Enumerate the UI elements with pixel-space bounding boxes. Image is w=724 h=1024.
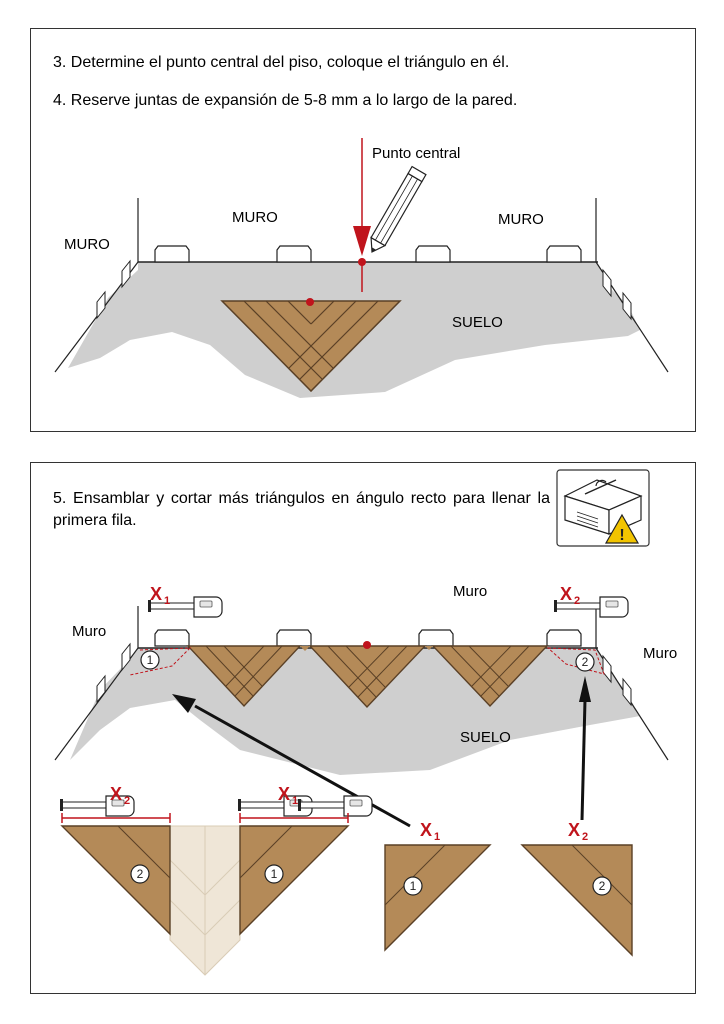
svg-text:1: 1 — [164, 595, 170, 607]
piece-marker-1-top: 1 — [140, 650, 160, 670]
svg-text:2: 2 — [124, 795, 130, 807]
svg-text:2: 2 — [582, 831, 588, 843]
parquet-triangle — [220, 298, 402, 393]
svg-text:1: 1 — [271, 867, 278, 881]
step-3-text: 3. Determine el punto central del piso, … — [53, 54, 510, 71]
first-row-triangles — [186, 641, 549, 709]
piece-marker-2-cut: 2 — [130, 864, 150, 884]
x2-label-cut: X — [110, 784, 122, 804]
svg-text:!: ! — [619, 527, 624, 544]
pencil-icon — [370, 165, 427, 253]
center-point-marker — [358, 258, 366, 266]
step-4-text: 4. Reserve juntas de expansión de 5-8 mm… — [53, 92, 518, 109]
tape-measure-icon — [59, 795, 373, 817]
piece-2-triangle: X 2 2 — [520, 820, 633, 957]
svg-text:1: 1 — [410, 879, 417, 893]
svg-text:X: X — [568, 820, 580, 840]
wall-label-left-2: Muro — [72, 623, 106, 640]
wall-label-right-2: Muro — [643, 645, 677, 662]
red-arrow — [353, 226, 371, 256]
piece-marker-1-cut: 1 — [264, 864, 284, 884]
figure-2: ! — [54, 469, 677, 976]
svg-text:2: 2 — [582, 655, 589, 669]
floor-label-2: SUELO — [460, 729, 511, 746]
wall-label-center-right: MURO — [498, 211, 544, 228]
center-dot-2 — [363, 641, 371, 649]
piece-marker-2-top: 2 — [575, 652, 595, 672]
svg-text:1: 1 — [147, 653, 154, 667]
x1-label-cut: X — [278, 784, 290, 804]
spacer-wedges-2 — [96, 629, 632, 707]
floor-label-1: SUELO — [452, 314, 503, 331]
svg-text:2: 2 — [137, 867, 144, 881]
piece-1-triangle: X 1 1 — [384, 820, 492, 952]
svg-text:2: 2 — [574, 595, 580, 607]
svg-text:2: 2 — [599, 879, 606, 893]
wall-label-left: MURO — [64, 236, 110, 253]
center-point-label: Punto central — [372, 145, 460, 162]
arrow-icon — [172, 676, 591, 828]
spacer-wedges-1 — [96, 245, 632, 321]
wall-label-center-2: Muro — [453, 583, 487, 600]
svg-text:1: 1 — [434, 831, 440, 843]
svg-text:1: 1 — [292, 795, 298, 807]
step-5-text: 5. Ensamblar y cortar más triángulos en … — [53, 490, 550, 529]
center-dot — [306, 298, 314, 306]
x2-label-top: X — [560, 584, 572, 604]
table-saw-warning-icon: ! — [556, 469, 650, 547]
svg-text:X: X — [420, 820, 432, 840]
wall-label-center-left: MURO — [232, 209, 278, 226]
corner-gaps — [129, 647, 605, 676]
figure-1: Punto central MURO MURO MURO SUELO — [54, 138, 669, 398]
x1-label-top: X — [150, 584, 162, 604]
cut-layout: X 2 X 1 2 1 — [59, 784, 373, 976]
